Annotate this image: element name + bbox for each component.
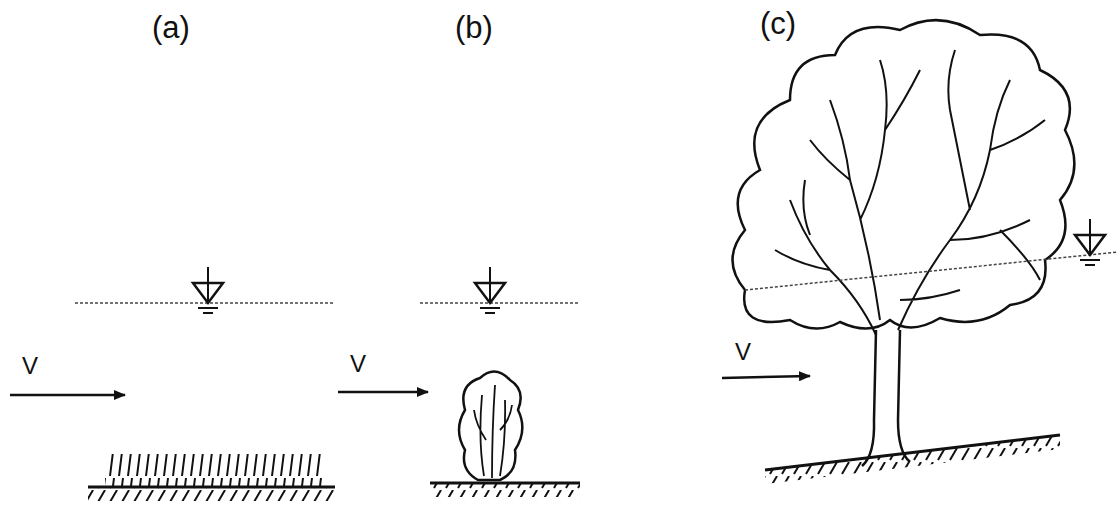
ground-hatch [88,487,335,501]
tree-trunk [862,330,910,466]
flow-arrow [10,394,125,397]
ground-line [430,482,580,485]
shrub-stems [474,385,512,478]
water-level-symbol [475,267,505,313]
water-surface [75,302,335,304]
ground-line [88,486,335,489]
panel-label: (c) [760,8,796,39]
ground-line [765,435,1060,470]
tree-branches [775,50,1045,335]
grass-layer [105,454,325,487]
water-level-symbol [193,267,223,313]
velocity-label: V [350,352,366,376]
water-level-symbol [1075,219,1105,265]
water-surface [745,252,1118,290]
tree-canopy [733,20,1075,328]
panel-label: (a) [152,12,190,43]
ground-hatch [765,435,1060,484]
water-surface [420,302,580,304]
flow-arrow [338,391,428,394]
ground-hatch [430,483,580,497]
velocity-label: V [22,354,38,378]
panel-label: (b) [455,12,493,43]
flow-arrow [722,376,810,378]
velocity-label: V [735,340,751,364]
shrub-outline [459,371,522,480]
